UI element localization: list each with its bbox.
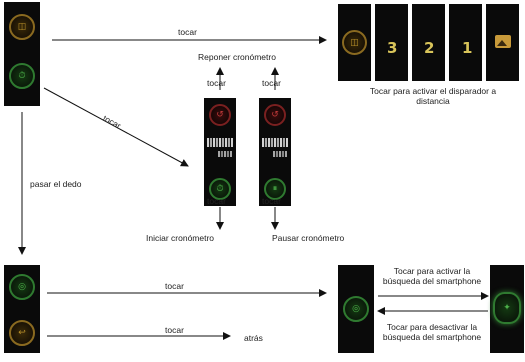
label-tap-shutter: tocar bbox=[178, 27, 197, 37]
label-back: atrás bbox=[244, 333, 263, 343]
phone-search-panel: ◎ bbox=[338, 265, 374, 353]
countdown-digit: 2 bbox=[424, 39, 435, 57]
label-tap-pause: tocar bbox=[262, 196, 281, 206]
watch-menu-top: ◫ ⏱ bbox=[4, 2, 40, 106]
shutter-frame-2: 2 bbox=[412, 4, 445, 81]
label-tap-reset-right: tocar bbox=[262, 78, 281, 88]
countdown-digit: 3 bbox=[387, 39, 398, 57]
camera-icon[interactable]: ◫ bbox=[9, 14, 35, 40]
stopwatch-icon[interactable]: ⏱ bbox=[9, 63, 35, 89]
shutter-frame-1: 1 bbox=[449, 4, 482, 81]
reset-icon[interactable]: ↺ bbox=[264, 104, 286, 126]
label-activate-phone-search: Tocar para activar la búsqueda del smart… bbox=[382, 266, 482, 286]
stopwatch-readout-small bbox=[273, 151, 287, 157]
pause-icon[interactable]: ⏸ bbox=[264, 178, 286, 200]
phone-search-active-icon[interactable]: ✦ bbox=[493, 292, 521, 324]
back-icon[interactable]: ↩ bbox=[9, 320, 35, 346]
label-reset-stopwatch: Reponer cronómetro bbox=[198, 52, 276, 62]
label-swipe: pasar el dedo bbox=[30, 179, 82, 189]
label-deactivate-phone-search: Tocar para desactivar la búsqueda del sm… bbox=[382, 322, 482, 342]
camera-icon[interactable]: ◫ bbox=[342, 30, 367, 55]
image-icon bbox=[495, 35, 511, 48]
label-pause-stopwatch: Pausar cronómetro bbox=[272, 233, 345, 243]
countdown-digit: 1 bbox=[462, 39, 473, 57]
label-tap-search: tocar bbox=[165, 281, 184, 291]
arrow-diagonal bbox=[43, 87, 189, 167]
label-tap-reset-left: tocar bbox=[207, 78, 226, 88]
stopwatch-readout-small bbox=[218, 151, 232, 157]
shutter-frame-camera: ◫ bbox=[338, 4, 371, 81]
phone-search-active-panel: ✦ bbox=[490, 265, 524, 353]
stopwatch-icon[interactable]: ⏱ bbox=[209, 178, 231, 200]
stopwatch-panel-reset: ↺ ⏱ bbox=[204, 98, 236, 206]
watch-menu-bottom: ◎ ↩ bbox=[4, 265, 40, 353]
phone-search-icon[interactable]: ◎ bbox=[343, 296, 369, 322]
label-tap-back: tocar bbox=[165, 325, 184, 335]
label-tap-start: tocar bbox=[207, 196, 226, 206]
shutter-frame-3: 3 bbox=[375, 4, 408, 81]
phone-search-icon[interactable]: ◎ bbox=[9, 274, 35, 300]
stopwatch-panel-pause: ↺ ⏸ bbox=[259, 98, 291, 206]
stopwatch-readout bbox=[207, 138, 233, 147]
remote-shutter-strip: ◫ 3 2 1 bbox=[338, 4, 520, 81]
label-start-stopwatch: Iniciar cronómetro bbox=[146, 233, 215, 243]
stopwatch-readout bbox=[262, 138, 288, 147]
shutter-frame-image bbox=[486, 4, 519, 81]
reset-icon[interactable]: ↺ bbox=[209, 104, 231, 126]
label-activate-remote-shutter: Tocar para activar el disparador a dista… bbox=[369, 86, 497, 106]
